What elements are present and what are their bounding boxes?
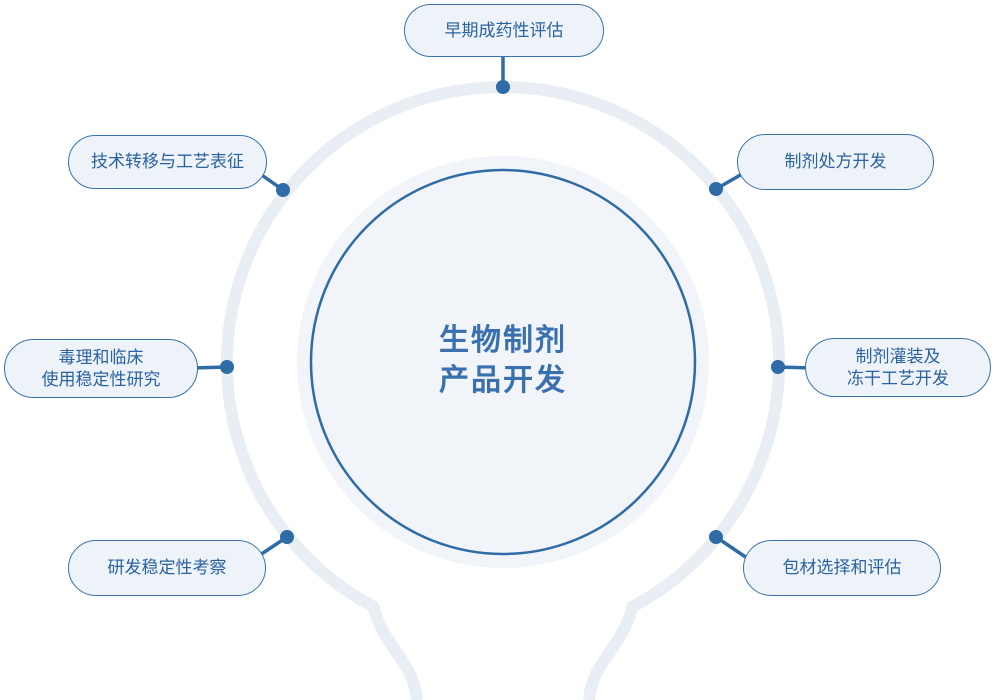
dot-left	[220, 360, 234, 374]
node-label-line2: 使用稳定性研究	[41, 369, 161, 390]
center-circle	[309, 168, 697, 556]
node-label: 毒理和临床 使用稳定性研究	[42, 347, 161, 391]
node-tox-clinical-stability: 毒理和临床 使用稳定性研究	[4, 339, 198, 398]
dot-lower-right	[709, 530, 723, 544]
dot-right	[771, 360, 785, 374]
node-label: 包材选择和评估	[782, 558, 902, 578]
node-label-line1: 制剂灌装及	[855, 346, 941, 367]
node-rd-stability: 研发稳定性考察	[68, 540, 266, 596]
center-title: 生物制剂 产品开发	[353, 321, 653, 401]
node-label: 技术转移与工艺表征	[91, 152, 244, 172]
node-early-druggability: 早期成药性评估	[404, 4, 604, 57]
connector-dots	[220, 80, 785, 544]
node-formulation-development: 制剂处方开发	[737, 134, 934, 190]
dot-upper-left	[276, 183, 290, 197]
node-label: 制剂处方开发	[784, 152, 887, 172]
node-label: 早期成药性评估	[444, 20, 564, 41]
dot-top	[496, 80, 510, 94]
node-packaging-selection: 包材选择和评估	[743, 540, 941, 596]
node-label: 制剂灌装及 冻干工艺开发	[847, 346, 949, 390]
node-label: 研发稳定性考察	[107, 558, 227, 578]
node-tech-transfer: 技术转移与工艺表征	[68, 135, 267, 189]
center-title-line2: 产品开发	[439, 363, 567, 398]
center-title-line1: 生物制剂	[439, 323, 567, 358]
node-label-line2: 冻干工艺开发	[847, 368, 949, 389]
node-filling-lyophilization: 制剂灌装及 冻干工艺开发	[805, 338, 991, 397]
dot-upper-right	[709, 182, 723, 196]
node-label-line1: 毒理和临床	[58, 347, 144, 368]
dot-lower-left	[280, 530, 294, 544]
